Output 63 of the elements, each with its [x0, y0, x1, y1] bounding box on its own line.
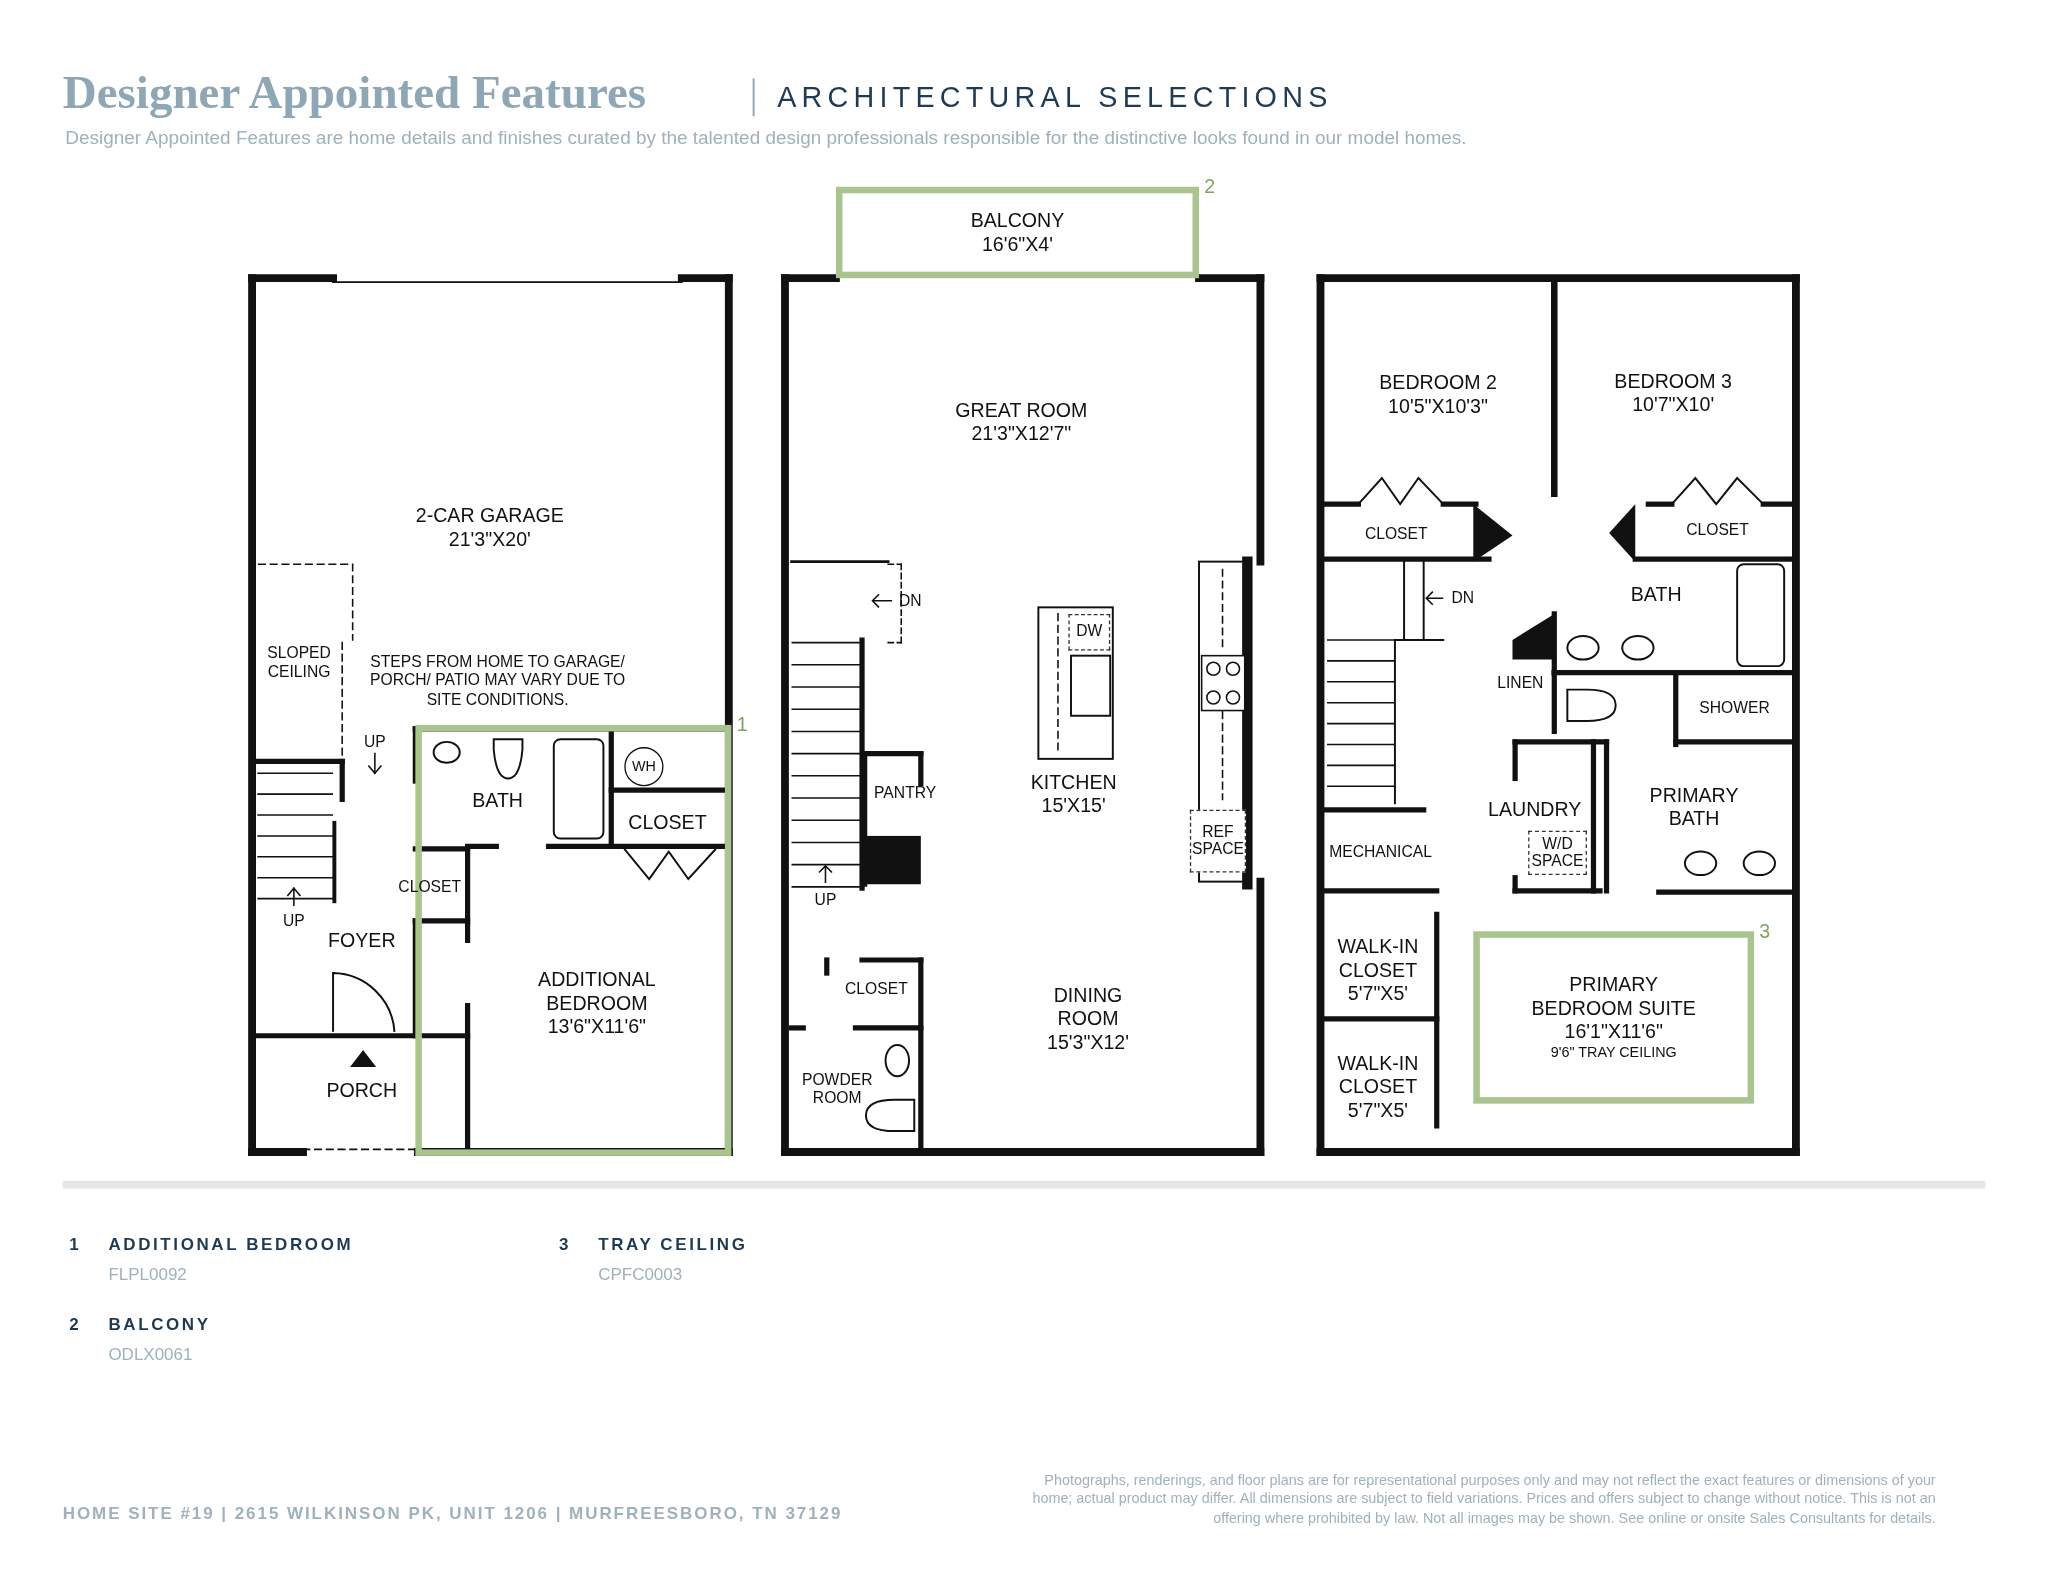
stair-direction: UP	[363, 732, 386, 751]
option-number: 2	[69, 1313, 79, 1334]
stair-direction: UP	[283, 911, 305, 930]
option-name: ADDITIONAL BEDROOM	[108, 1234, 354, 1254]
room-dimension: 16'1"X11'6"	[1563, 1020, 1664, 1045]
appliance-space: W/D SPACE	[1528, 830, 1587, 876]
option-code: ODLX0061	[108, 1344, 193, 1364]
stair-direction: DN	[1451, 589, 1475, 608]
appliance-space: DW	[1068, 613, 1111, 651]
room-label: BATH	[472, 788, 524, 813]
page-subtitle: ARCHITECTURAL SELECTIONS	[777, 81, 1333, 115]
room-label: PORCH	[326, 1078, 398, 1103]
ceiling-note: 9'6" TRAY CEILING	[1549, 1044, 1678, 1062]
room-name: BALCONY	[970, 209, 1065, 233]
room-name: DINING ROOM	[1052, 983, 1124, 1031]
room-label: CLOSET	[398, 877, 462, 897]
room-label: FOYER	[328, 928, 396, 953]
appliance-space: REF SPACE	[1189, 809, 1247, 873]
room-label: CLOSET	[845, 979, 908, 999]
room-label: PANTRY	[874, 783, 937, 803]
room-name: 2-CAR GARAGE	[414, 504, 565, 528]
room-label: SHOWER	[1699, 698, 1770, 718]
room-label: BATH	[1630, 582, 1682, 607]
room-label: PRIMARY BATH	[1628, 783, 1760, 831]
room-dimension: 13'6"X11'6"	[546, 1014, 648, 1039]
room-name: BEDROOM 2	[1379, 370, 1497, 395]
area-note: SLOPED CEILING	[266, 643, 332, 681]
option-code: FLPL0092	[108, 1264, 187, 1284]
stair-direction: UP	[814, 890, 837, 910]
room-name: KITCHEN	[1030, 770, 1117, 795]
room-label: CLOSET	[1364, 524, 1428, 544]
page-title: Designer Appointed Features	[62, 65, 647, 121]
option-name: TRAY CEILING	[598, 1234, 748, 1254]
disclaimer-text: Photographs, renderings, and floor plans are for representational purposes only and may not reflect the exact features or dimensions of your home; actual product may differ. All dimensions are subject to field variations. Prices and offers subject to change without notice. This is not an offering where prohibited by law. Not all images may be shown. See online or onsite Sales Consultants for details.	[1031, 1471, 1936, 1527]
room-label: MECHANICAL	[1329, 842, 1432, 861]
room-name: BEDROOM 3	[1614, 369, 1732, 394]
room-name: WALK-IN CLOSET	[1336, 935, 1420, 983]
intro-text: Designer Appointed Features are home details and finishes curated by the talented design professionals responsible for the distinctive looks found in our model homes.	[65, 126, 1467, 148]
room-label: CLOSET	[1686, 520, 1749, 540]
option-number: 3	[559, 1234, 569, 1254]
room-label: LAUNDRY	[1488, 798, 1582, 822]
room-dimension: 15'3"X12'	[1046, 1030, 1130, 1055]
room-name: WALK-IN CLOSET	[1336, 1051, 1420, 1099]
room-dimension: 5'7"X5'	[1346, 982, 1410, 1006]
room-name: ADDITIONAL BEDROOM	[537, 967, 657, 1015]
room-name: PRIMARY BEDROOM SUITE	[1530, 973, 1697, 1021]
room-dimension: 16'6"X4'	[981, 232, 1053, 256]
room-dimension: 15'X15'	[1040, 794, 1107, 818]
fixture-symbol: WH	[624, 747, 664, 787]
room-label: LINEN	[1497, 673, 1544, 693]
room-label: POWDER ROOM	[785, 1070, 890, 1109]
room-dimension: 10'7"X10'	[1631, 393, 1716, 417]
room-dimension: 21'3"X20'	[447, 527, 532, 552]
room-dimension: 10'5"X10'3"	[1387, 394, 1489, 418]
option-number: 1	[69, 1234, 79, 1254]
site-note: STEPS FROM HOME TO GARAGE/ PORCH/ PATIO MAY VARY DUE TO SITE CONDITIONS.	[369, 652, 627, 709]
address-text: HOME SITE #19 | 2615 WILKINSON PK, UNIT 1206 | MURFREESBORO, TN 37129	[62, 1503, 843, 1523]
room-dimension: 5'7"X5'	[1346, 1098, 1410, 1122]
room-name: GREAT ROOM	[954, 398, 1089, 422]
room-label: CLOSET	[628, 811, 707, 835]
room-dimension: 21'3"X12'7"	[970, 421, 1073, 446]
option-name: BALCONY	[108, 1313, 211, 1334]
option-code: CPFC0003	[598, 1264, 683, 1284]
